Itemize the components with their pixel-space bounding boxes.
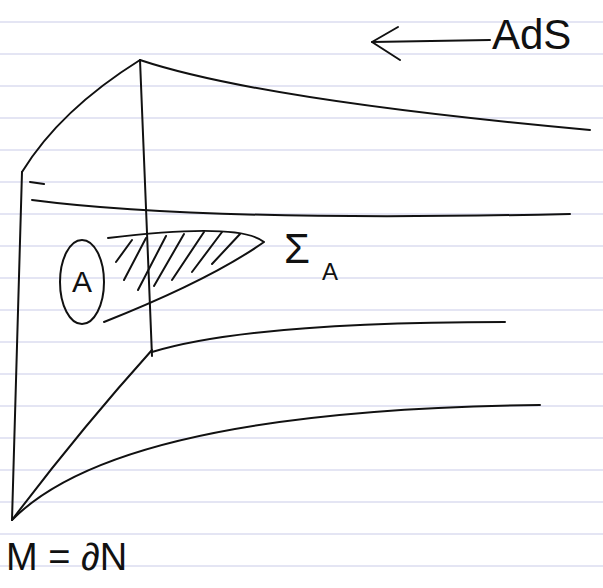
tick-mark <box>30 182 44 184</box>
pointer-arrow <box>372 40 490 42</box>
bulk-line <box>152 322 505 352</box>
boundary-edge <box>22 60 140 172</box>
bulk-strokes <box>12 27 590 520</box>
bulk-line <box>140 60 590 130</box>
surface-symbol: Σ <box>284 228 310 270</box>
bulk-line <box>32 200 570 216</box>
boundary-equation: M = ∂N <box>6 538 127 576</box>
ruled-lines <box>0 22 603 566</box>
space-label: AdS <box>492 14 571 56</box>
bulk-line <box>12 405 540 520</box>
slice-line <box>140 60 152 356</box>
boundary-edge <box>12 172 22 520</box>
boundary-edge <box>12 350 152 520</box>
region-label: A <box>72 267 92 297</box>
hatching <box>116 232 240 290</box>
hatched-surface <box>104 231 264 322</box>
arrow-head <box>372 27 400 60</box>
surface-subscript: A <box>322 260 338 284</box>
region-circle: A <box>58 238 106 326</box>
